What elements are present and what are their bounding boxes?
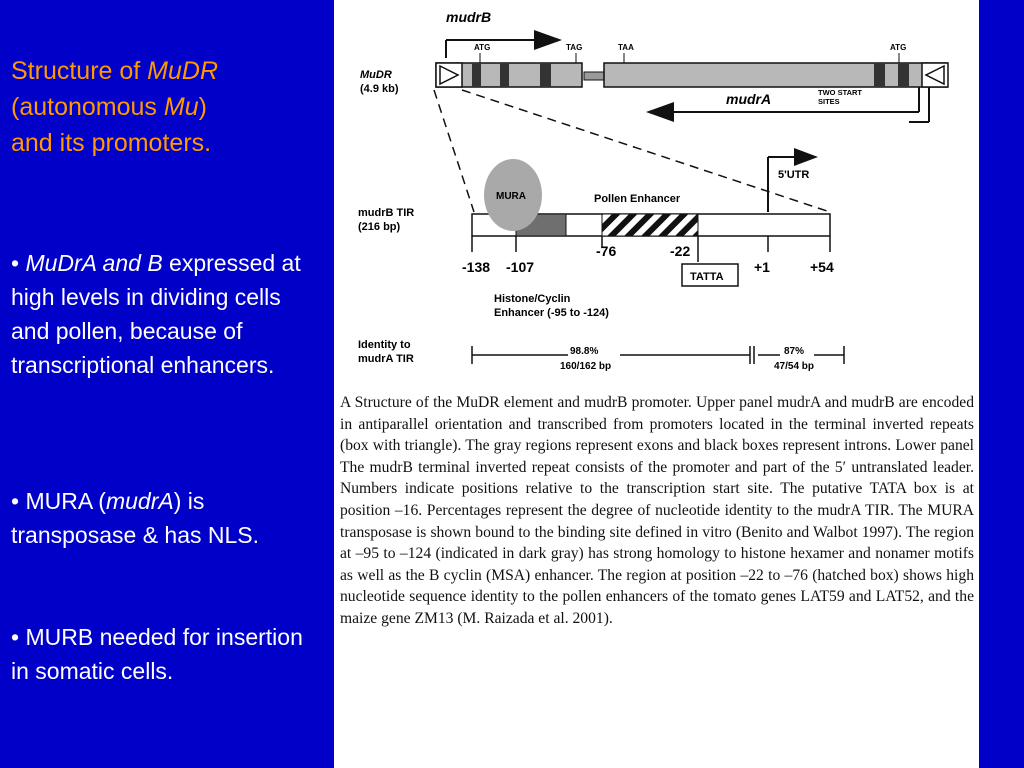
- right-tir-triangle: [924, 64, 945, 86]
- pos-label-m138: -138: [462, 259, 490, 275]
- identity-label-1: Identity to: [358, 339, 411, 351]
- zoom-line-left: [433, 89, 475, 213]
- mura-label: MURA: [496, 191, 526, 202]
- atg-left-label: ATG: [474, 43, 490, 52]
- histone-label-2: Enhancer (-95 to -124): [494, 307, 609, 319]
- title-part1: Structure of: [11, 57, 148, 85]
- bullet-italic: mudrA: [105, 488, 174, 514]
- title-part2: (autonomous: [11, 93, 164, 121]
- bullet-marker: •: [11, 624, 26, 650]
- pos-label-m107: -107: [506, 259, 534, 275]
- title-italic-mudr: MuDR: [147, 57, 219, 85]
- mudra-arrowhead: [646, 102, 674, 122]
- bullet-marker: •: [11, 250, 26, 276]
- mudr-diagram-svg: mudrB ATG TAG TAA ATG MuDR (4.9 kb): [358, 9, 949, 372]
- tata-label: TATTA: [690, 271, 724, 283]
- pollen-enhancer-label: Pollen Enhancer: [594, 193, 681, 205]
- ruler2-pct: 87%: [784, 346, 804, 357]
- pos-label-p54: +54: [810, 259, 834, 275]
- histone-label-1: Histone/Cyclin: [494, 293, 571, 305]
- slide-title: Structure of MuDR (autonomous Mu) and it…: [11, 53, 321, 161]
- mudr-diagram: mudrB ATG TAG TAA ATG MuDR (4.9 kb): [334, 0, 979, 395]
- intron-box: [874, 63, 885, 87]
- identity-label-2: mudrA TIR: [358, 353, 414, 365]
- bullet-murb: • MURB needed for insertion in somatic c…: [11, 620, 311, 688]
- bullet-mura: • MURA (mudrA) is transposase & has NLS.: [11, 484, 311, 552]
- left-tir-triangle: [439, 64, 460, 86]
- title-italic-mu: Mu: [163, 93, 199, 121]
- pos-label-m76: -76: [596, 243, 616, 259]
- two-start-sites-label-2: SITES: [818, 97, 840, 106]
- bullet-marker: •: [11, 488, 26, 514]
- intron-box: [500, 63, 509, 87]
- intron-box: [472, 63, 481, 87]
- pollen-enhancer-hatched-box: [601, 213, 699, 237]
- pos-label-p1: +1: [754, 259, 770, 275]
- pos-label-m22: -22: [670, 243, 690, 259]
- atg-right-label: ATG: [890, 43, 906, 52]
- bullet-italic: MuDrA and B: [25, 250, 163, 276]
- element-label: MuDR: [360, 69, 392, 81]
- figure-caption: A Structure of the MuDR element and mudr…: [340, 394, 974, 627]
- ruler1-label-bg: [568, 347, 620, 356]
- intergenic-spacer: [583, 71, 605, 81]
- bullet-pre: MURA (: [25, 488, 106, 514]
- element-size: (4.9 kb): [360, 83, 399, 95]
- bullet-text: expressed at high levels in dividing cel…: [11, 250, 301, 378]
- mudrb-arrowhead: [534, 30, 562, 50]
- tir-size: (216 bp): [358, 221, 401, 233]
- intron-box: [898, 63, 909, 87]
- bullet-post: ) is transposase & has NLS.: [11, 488, 260, 548]
- utr-label: 5'UTR: [778, 169, 809, 181]
- utr-arrowhead: [794, 148, 818, 166]
- mudra-gene-bar: [603, 62, 948, 88]
- ruler1-bp: 160/162 bp: [560, 361, 611, 372]
- intron-box: [540, 63, 551, 87]
- mudrb-label: mudrB: [446, 9, 491, 25]
- tir-label: mudrB TIR: [358, 207, 414, 219]
- figure-panel: mudrB ATG TAG TAA ATG MuDR (4.9 kb): [334, 0, 979, 768]
- tag-label: TAG: [566, 43, 582, 52]
- ruler1-pct: 98.8%: [570, 346, 598, 357]
- title-part3: ): [198, 93, 207, 121]
- title-part4: and its promoters.: [11, 129, 212, 157]
- two-start-sites-label-1: TWO START: [818, 88, 862, 97]
- tata-box: [681, 263, 739, 287]
- mudra-label: mudrA: [726, 91, 771, 107]
- ruler2-bp: 47/54 bp: [774, 361, 814, 372]
- taa-label: TAA: [618, 43, 634, 52]
- bullet-mudra-b: • MuDrA and B expressed at high levels i…: [11, 246, 311, 382]
- mura-protein: [484, 159, 542, 231]
- ruler2-label-bg: [780, 347, 814, 356]
- bullet-text: MURB needed for insertion in somatic cel…: [11, 624, 303, 684]
